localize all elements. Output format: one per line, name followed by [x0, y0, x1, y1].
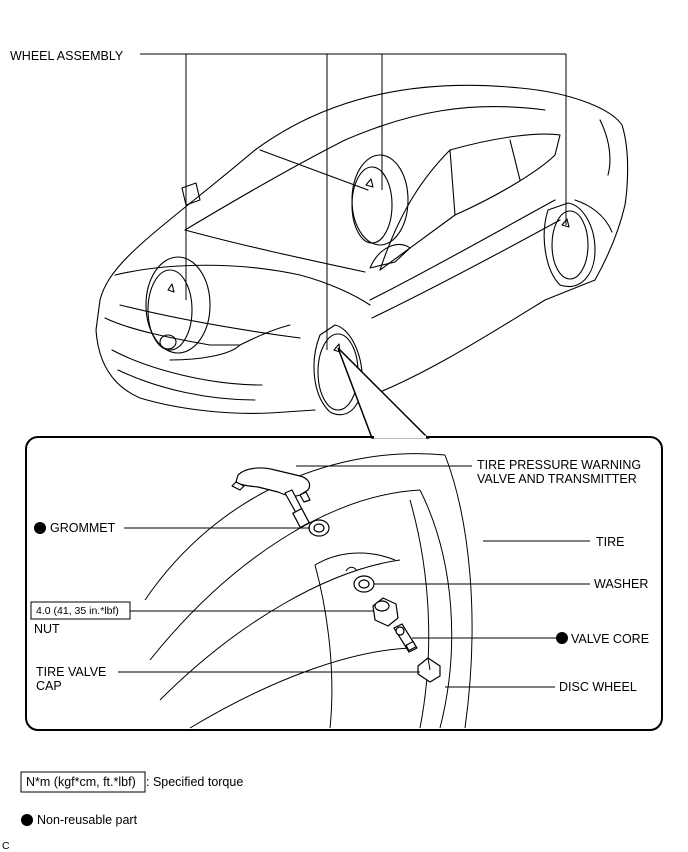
tire-valve-cap-label-line1: TIRE VALVE: [36, 665, 106, 679]
tire-valve-cap-label-line2: CAP: [36, 679, 62, 693]
washer-part: [353, 575, 375, 593]
grommet-part: [308, 519, 330, 537]
nut-part: [372, 597, 399, 627]
tpms-label-line1: TIRE PRESSURE WARNING: [477, 458, 641, 472]
tpms-transmitter: [231, 467, 311, 529]
detail-callout-pointer: [337, 347, 430, 439]
legend-torque-box: [20, 771, 146, 793]
valve-core-part: [393, 623, 418, 653]
legend-nonreusable-icon: [21, 814, 33, 826]
valve-core-nonreusable-icon: [556, 632, 568, 644]
wheel-assembly-leaders: [140, 53, 567, 350]
legend-nonreusable-text: Non-reusable part: [37, 813, 138, 827]
corner-code: C: [2, 840, 10, 852]
tire-rim-arcs: [144, 453, 473, 729]
grommet-label: GROMMET: [50, 521, 116, 535]
tpms-label-line2: VALVE AND TRANSMITTER: [477, 472, 637, 486]
disc-wheel-label: DISC WHEEL: [559, 680, 637, 694]
washer-label: WASHER: [594, 577, 648, 591]
grommet-nonreusable-icon: [34, 522, 46, 534]
car-illustration: [95, 84, 629, 416]
legend-torque-units: N*m (kgf*cm, ft.*lbf): [26, 775, 136, 789]
nut-label: NUT: [34, 622, 60, 636]
torque-spec-value: 4.0 (41, 35 in.*lbf): [36, 605, 119, 617]
tire-valve-cap-part: [417, 657, 441, 683]
wheel-assembly-label: WHEEL ASSEMBLY: [10, 49, 124, 63]
legend-torque-text: : Specified torque: [146, 775, 243, 789]
valve-core-label: VALVE CORE: [571, 632, 649, 646]
legend: N*m (kgf*cm, ft.*lbf) : Specified torque…: [20, 771, 243, 827]
tire-label: TIRE: [596, 535, 624, 549]
